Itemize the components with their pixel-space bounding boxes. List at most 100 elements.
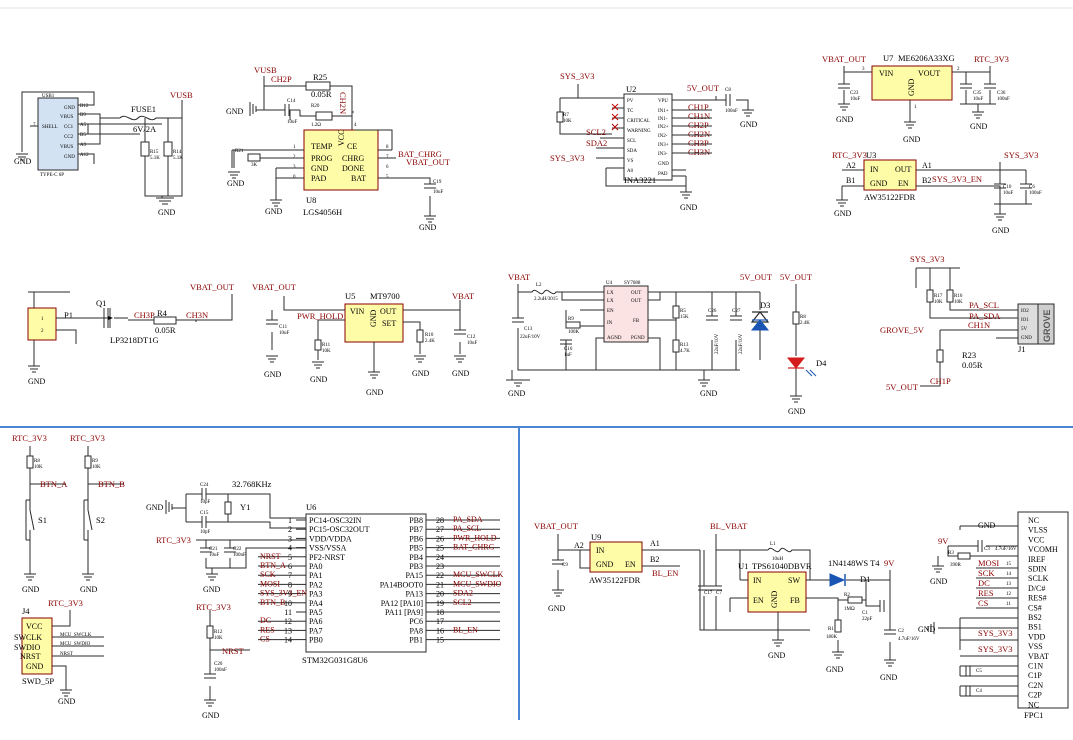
usb-ref: USB1 bbox=[42, 94, 55, 99]
mcu-net: RES bbox=[260, 625, 275, 634]
q1-ref: Q1 bbox=[96, 298, 106, 308]
ldo-pinnum: 2 bbox=[957, 67, 960, 72]
bat-pin: 2 bbox=[41, 329, 44, 334]
c1v: 22pF bbox=[862, 617, 873, 622]
mcu-net: BTN_B bbox=[260, 598, 285, 607]
r16: R16 bbox=[954, 294, 963, 299]
nrst-net: NRST bbox=[60, 652, 73, 657]
s1-ref: S1 bbox=[38, 515, 47, 525]
gnd-label: GND bbox=[918, 625, 936, 634]
tps61040-chip bbox=[747, 571, 807, 613]
d3-ref: D3 bbox=[760, 300, 770, 310]
mcu-net: MOSI bbox=[260, 579, 280, 588]
swd-pin: NRST bbox=[20, 652, 41, 661]
rtc-net: RTC_3V3 bbox=[48, 598, 83, 608]
swd-pin: GND bbox=[26, 662, 44, 671]
gnd-label: GND bbox=[412, 369, 430, 378]
usb-pinnum: A5 bbox=[80, 123, 87, 128]
mcu-pinnum: 19 bbox=[436, 599, 444, 608]
gnd-label: GND bbox=[740, 120, 758, 129]
ina-pin: IN3+ bbox=[658, 143, 669, 148]
mcu-block: 32.768KHz GND Y1 C24 10pF C15 10pF RTC_3… bbox=[146, 479, 503, 720]
usb-pin: GND bbox=[64, 106, 75, 111]
u9-ref: U9 bbox=[591, 532, 601, 542]
c3v: 4.7uF/16V bbox=[995, 547, 1017, 552]
c14v: 10uF bbox=[287, 120, 298, 125]
fpc-pin-label: NC bbox=[1028, 700, 1039, 709]
sw-pin: EN bbox=[898, 179, 909, 188]
fpc-pin-label: SCLK bbox=[1028, 574, 1049, 583]
fpc-pin-label: D/C# bbox=[1028, 584, 1045, 593]
mcu-pin-label: PB4 bbox=[409, 553, 423, 562]
boost-pin: LX bbox=[607, 299, 614, 304]
bat-chrg-net: BAT_CHRG bbox=[398, 149, 442, 159]
u8-ref: U8 bbox=[306, 195, 316, 205]
sw-pin: A1 bbox=[922, 161, 932, 170]
ina-pin: VPU bbox=[658, 99, 668, 104]
c8: C8 bbox=[725, 88, 731, 93]
r13v: 4.7K bbox=[680, 349, 690, 354]
ina-pin: TC bbox=[627, 109, 634, 114]
tps-pin: EN bbox=[753, 596, 764, 605]
mcu-pin-label: PB0 bbox=[309, 636, 323, 645]
c8v: 100nF bbox=[725, 109, 738, 114]
fpc-pin-label: C2N bbox=[1028, 681, 1043, 690]
ldo-pinnum: 3 bbox=[862, 67, 865, 72]
btn-b-net: BTN_B bbox=[98, 479, 125, 489]
chip-pin: DONE bbox=[342, 164, 364, 173]
fpc-pin-label: C1N bbox=[1028, 662, 1043, 671]
chip-pin: CHRG bbox=[342, 154, 364, 163]
r2: R2 bbox=[844, 593, 850, 598]
ina-pin: IN1+ bbox=[658, 109, 669, 114]
grove-pin: IO1 bbox=[1021, 318, 1029, 323]
ina-pin: WARNING bbox=[627, 129, 651, 134]
ina3221-block: SYS_3V3 R7 10K U2 INA3221 PV TC CRITICAL… bbox=[550, 71, 758, 212]
rtc-net: RTC_3V3 bbox=[156, 535, 191, 545]
mt9700-block: VBAT_OUT U5 MT9700 VIN OUT GND SET PWR_H… bbox=[252, 282, 478, 397]
boost-block: VBAT L2 2.2uH/3015 C13 22uF/10V U4 SY708… bbox=[506, 272, 827, 416]
mcu-pinnum: 2 bbox=[288, 525, 292, 534]
mcu-net: PA_SDA bbox=[453, 515, 483, 524]
l2-ref: L2 bbox=[536, 283, 542, 288]
chip-pin: TEMP bbox=[311, 142, 333, 151]
mcu-net: NRST bbox=[260, 552, 281, 561]
rtc-net: RTC_3V3 bbox=[12, 433, 47, 443]
mcu-net: SDA2 bbox=[453, 589, 473, 598]
c35v: 10uF bbox=[973, 97, 984, 102]
r10: R10 bbox=[425, 333, 434, 338]
tps-pin: FB bbox=[790, 596, 800, 605]
r8bv: 2.4K bbox=[800, 321, 810, 326]
q1-part: LP3218DT1G bbox=[110, 335, 159, 345]
ldo-chip bbox=[871, 65, 953, 101]
u4-ref: U4 bbox=[606, 281, 613, 286]
u5-part: MT9700 bbox=[370, 291, 400, 301]
r7: R7 bbox=[563, 113, 569, 118]
5v-out-net: 5V_OUT bbox=[740, 272, 773, 282]
mcu-net: BTN_A bbox=[260, 561, 286, 570]
c20v: 100nF bbox=[214, 668, 227, 673]
gnd-label: GND bbox=[28, 377, 46, 386]
gnd-label: GND bbox=[700, 389, 718, 398]
chip-pin: BAT bbox=[351, 174, 366, 183]
chip-pin: GND bbox=[311, 164, 329, 173]
mcu-net: SCL2 bbox=[453, 598, 472, 607]
r10v: 2.4K bbox=[425, 339, 435, 344]
mosi-net: MOSI bbox=[978, 558, 999, 568]
c7: C7 bbox=[716, 591, 722, 596]
mt-pin: GND bbox=[369, 309, 378, 327]
fpc-pin-label: RES# bbox=[1028, 594, 1047, 603]
usb-pin: CC1 bbox=[64, 125, 74, 130]
u6-part: STM32G031G8U6 bbox=[302, 655, 368, 665]
mcu-pin-label: PA13 bbox=[406, 590, 424, 599]
swd-pin: VCC bbox=[26, 622, 42, 631]
gnd-label: GND bbox=[202, 711, 220, 720]
r3v: 390R bbox=[950, 563, 962, 568]
gnd-label: GND bbox=[992, 226, 1010, 235]
p1-ref: P1 bbox=[64, 310, 73, 320]
r8b: R8 bbox=[800, 315, 806, 320]
c11v: 10uF bbox=[279, 331, 290, 336]
mcu-pin-label: PA4 bbox=[309, 599, 323, 608]
chip-pin: PAD bbox=[311, 174, 326, 183]
boost-pin: LX bbox=[607, 291, 614, 296]
